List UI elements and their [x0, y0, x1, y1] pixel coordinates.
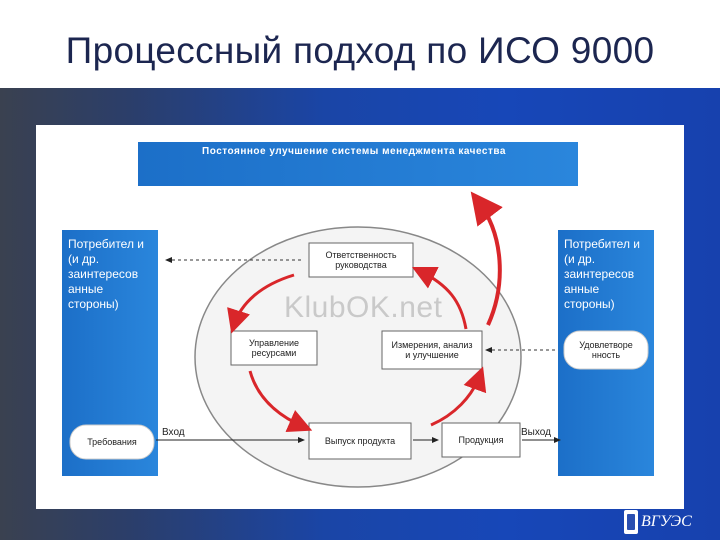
- logo-emblem-icon: [624, 510, 638, 534]
- output-product-label: Выпуск продукта: [324, 435, 396, 446]
- improvement-banner-text: Постоянное улучшение системы менеджмента…: [202, 146, 506, 157]
- banner-box: [138, 142, 578, 186]
- product-label: Продукция: [458, 434, 504, 445]
- left-column-text: Потребител и (и др. заинтересов анные ст…: [68, 237, 144, 311]
- requirements-box: [69, 424, 155, 460]
- red-arrow-responsibility-to-resources: [227, 273, 295, 334]
- responsibility-label: Ответственность руководства: [325, 249, 397, 270]
- red-arrow-to-improvement: [470, 191, 503, 326]
- measurement-label: Измерения, анализ и улучшение: [391, 339, 473, 360]
- slide-title: Процессный подход по ИСО 9000: [65, 30, 655, 71]
- diagram-panel: Постоянное улучшение системы менеджмента…: [36, 125, 684, 509]
- resources-box: [230, 330, 318, 366]
- product-box: [441, 422, 521, 458]
- input-label: Вход: [162, 427, 185, 438]
- red-arrow-measurement-to-responsibility: [411, 266, 468, 330]
- right-column-text: Потребител и (и др. заинтересов анные ст…: [564, 237, 640, 311]
- slide-title-bar: Процессный подход по ИСО 9000: [0, 0, 720, 88]
- output-product-box: [308, 422, 412, 460]
- logo-text: ВГУЭС: [641, 513, 692, 530]
- red-arrow-product-to-measurement: [430, 366, 487, 427]
- diagram-graphics: [62, 142, 654, 488]
- red-arrow-resources-to-output: [248, 370, 313, 433]
- watermark: KlubOK.net: [284, 291, 443, 324]
- output-label: Выход: [521, 427, 551, 438]
- requirements-label: Требования: [87, 436, 137, 447]
- satisfaction-box: [563, 330, 649, 370]
- satisfaction-label: Удовлетворе нность: [579, 339, 633, 360]
- responsibility-box: [308, 242, 414, 278]
- university-logo: ВГУЭС: [624, 508, 694, 536]
- measurement-box: [381, 330, 483, 370]
- resources-label: Управление ресурсами: [248, 337, 300, 358]
